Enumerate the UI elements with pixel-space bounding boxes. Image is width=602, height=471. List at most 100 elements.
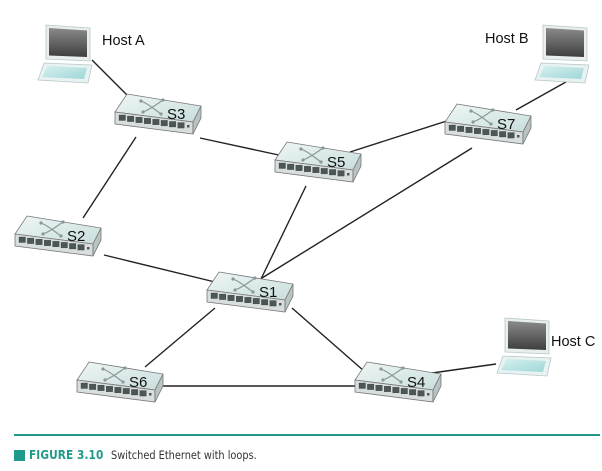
host-label-b: Host B [485, 31, 529, 47]
port-icon [169, 121, 177, 128]
port-icon [384, 386, 391, 392]
switching-arrows-icon [299, 146, 325, 164]
port-icon [122, 388, 130, 395]
port-icon [52, 241, 60, 247]
port-icon [77, 244, 85, 251]
port-icon [160, 120, 168, 127]
switch-s5: S5 [274, 141, 362, 183]
port-icon [27, 237, 35, 244]
figure-caption: FIGURE 3.10 Switched Ethernet with loops… [14, 448, 282, 462]
port-icon [367, 383, 375, 390]
port-icon [69, 243, 77, 250]
link-s2-s1 [103, 254, 216, 283]
port-icon [118, 114, 126, 121]
port-icon [304, 166, 311, 172]
port-icon [135, 117, 143, 123]
port-icon [219, 293, 227, 300]
switching-arrows-icon [101, 366, 127, 384]
link-s3-s5 [199, 137, 289, 158]
link-s5-s7 [349, 117, 457, 153]
links-layer [82, 59, 574, 387]
port-icon [210, 292, 218, 299]
port-icon [244, 297, 252, 303]
port-icon [392, 387, 400, 393]
laptop-icon [37, 24, 93, 84]
switch-s2: S2 [14, 215, 102, 257]
link-s1-s4 [291, 307, 365, 372]
caption-square-icon [14, 449, 25, 461]
link-s3-s2 [82, 136, 137, 219]
link-hostb-s7 [515, 77, 574, 111]
switch-label-s4: S4 [407, 374, 425, 391]
link-s1-s6 [144, 307, 216, 368]
figure-number: FIGURE 3.10 [29, 448, 104, 462]
port-icon [106, 386, 113, 392]
caption-text: Switched Ethernet with loops. [110, 448, 257, 462]
port-icon [177, 122, 185, 129]
port-icon [60, 242, 68, 249]
port-icon [127, 115, 135, 122]
port-icon [499, 131, 507, 138]
port-icon [287, 163, 295, 170]
port-icon [400, 388, 408, 395]
port-icon [227, 295, 235, 301]
port-icon [295, 165, 303, 171]
port-icon [465, 127, 473, 133]
port-icon [18, 236, 26, 243]
port-icon [252, 298, 260, 305]
port-icon [114, 387, 122, 393]
switch-label-s1: S1 [259, 284, 277, 301]
switch-label-s6: S6 [129, 374, 147, 391]
host-b: Host B [485, 24, 590, 84]
laptop-icon [496, 317, 552, 377]
port-icon [474, 128, 481, 134]
link-s5-s1 [260, 185, 307, 280]
port-icon [312, 167, 320, 173]
port-icon [131, 389, 139, 396]
port-icon [329, 169, 337, 176]
link-s7-s1 [261, 147, 473, 279]
host-c: Host C [496, 317, 595, 377]
port-icon [448, 124, 456, 131]
port-icon [44, 240, 51, 246]
switching-arrows-icon [39, 220, 65, 238]
switch-label-s2: S2 [67, 228, 85, 245]
port-icon [89, 383, 97, 390]
port-icon [337, 170, 345, 177]
switching-arrows-icon [231, 276, 257, 294]
switch-s6: S6 [76, 361, 164, 403]
caption-rule [14, 434, 600, 436]
link-hosta-s3 [91, 59, 133, 101]
port-icon [80, 382, 88, 389]
switch-label-s5: S5 [327, 154, 345, 171]
port-icon [269, 300, 277, 307]
port-icon [97, 385, 105, 391]
port-icon [375, 385, 383, 391]
port-icon [457, 125, 465, 132]
link-hostc-s4 [424, 363, 497, 375]
port-icon [35, 239, 43, 245]
port-icon [278, 162, 286, 169]
switch-s4: S4 [354, 361, 442, 403]
switch-s1: S1 [206, 271, 294, 313]
port-icon [482, 129, 490, 135]
laptop-icon [534, 24, 590, 84]
switch-label-s7: S7 [497, 116, 515, 133]
port-icon [152, 119, 160, 125]
port-icon [417, 390, 425, 397]
switch-s7: S7 [444, 103, 532, 145]
port-icon [139, 390, 147, 397]
port-icon [261, 299, 269, 306]
port-icon [144, 118, 151, 124]
port-icon [358, 382, 366, 389]
host-label-c: Host C [551, 334, 595, 350]
switching-arrows-icon [139, 98, 165, 116]
switch-label-s3: S3 [167, 106, 185, 123]
port-icon [236, 296, 243, 302]
host-a: Host A [37, 24, 145, 84]
switch-s3: S3 [114, 93, 202, 135]
switching-arrows-icon [469, 108, 495, 126]
port-icon [507, 132, 515, 139]
